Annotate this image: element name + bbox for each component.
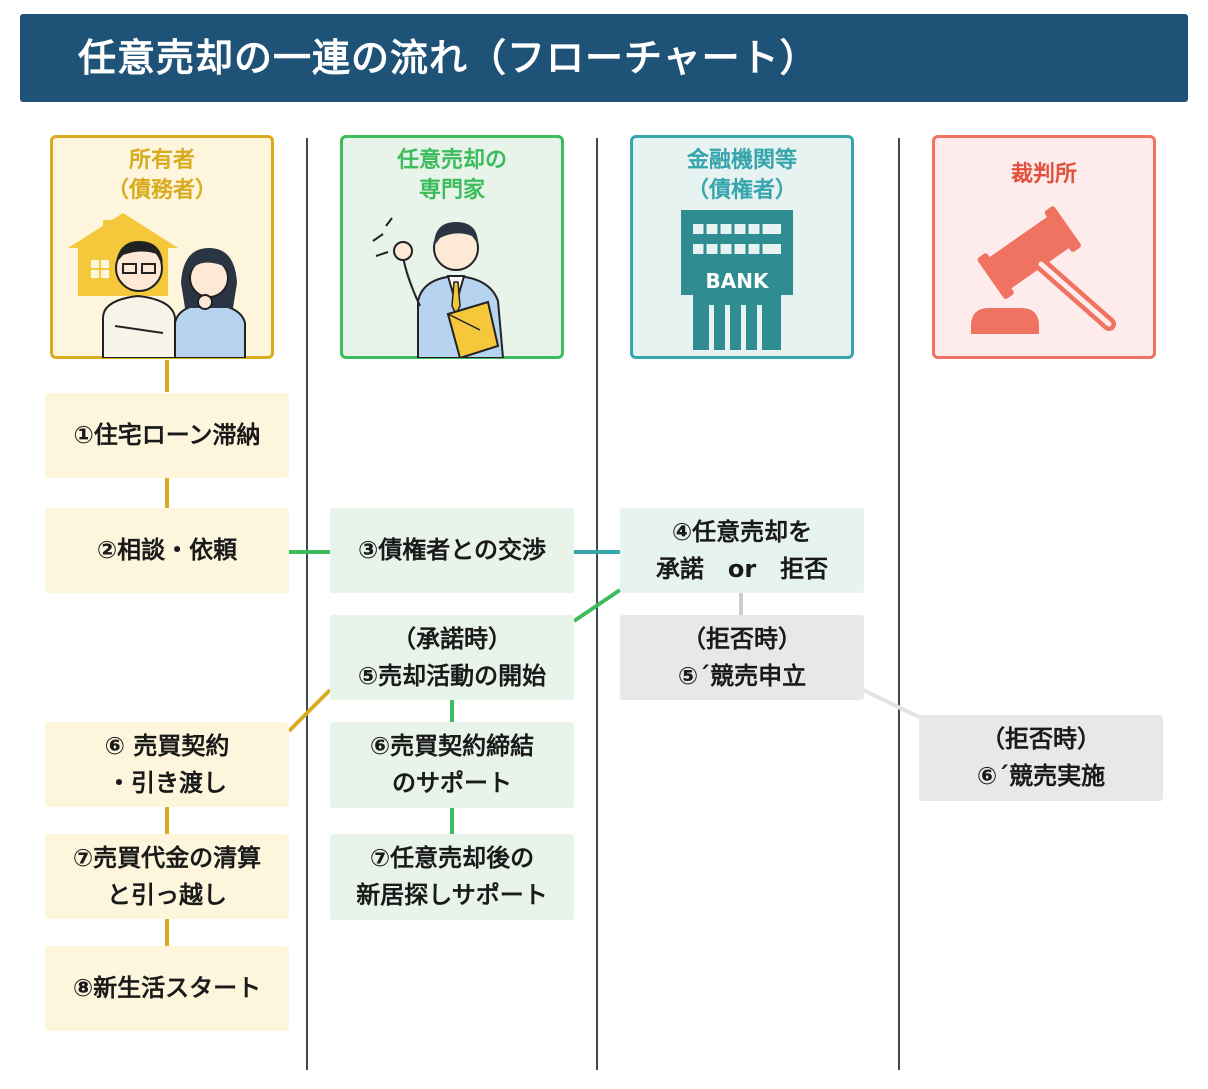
step-box-5: （承諾時）⑤売却活動の開始 <box>330 615 574 700</box>
lane-divider <box>306 138 308 1070</box>
step-box-5b: （拒否時）⑤´競売申立 <box>620 615 864 700</box>
step-box-6c: （拒否時）⑥´競売実施 <box>919 715 1163 801</box>
actor-label: 所有者（債務者） <box>106 148 217 203</box>
actor-card-expert: 任意売却の専門家 <box>340 135 564 359</box>
bank-building-icon: BANK <box>675 210 799 350</box>
page-title: 任意売却の一連の流れ（フローチャート） <box>78 36 819 80</box>
step-box-3: ③債権者との交渉 <box>330 508 574 593</box>
actor-card-bank: 金融機関等（債権者） BANK <box>630 135 854 359</box>
step-box-2: ②相談・依頼 <box>45 508 289 593</box>
step-box-8: ⑧新生活スタート <box>45 946 289 1031</box>
title-bar <box>20 14 1188 102</box>
step-box-4: ④任意売却を承諾 or 拒否 <box>620 508 864 593</box>
actor-label: 裁判所 <box>1010 162 1077 187</box>
actor-label: 任意売却の専門家 <box>396 148 507 203</box>
step-box-6: ⑥ 売買契約・引き渡し <box>45 722 289 807</box>
step-box-1: ①住宅ローン滞納 <box>45 393 289 478</box>
actor-card-court: 裁判所 <box>932 135 1156 359</box>
connector-5-6 <box>287 688 332 733</box>
lane-divider <box>898 138 900 1070</box>
house-and-couple-icon <box>63 208 263 358</box>
bank-label: BANK <box>706 269 770 293</box>
businessman-with-envelope-icon <box>368 206 543 358</box>
actor-label: 金融機関等（債権者） <box>686 148 797 203</box>
connector-4-5 <box>572 588 622 623</box>
connector-5b-6c <box>862 688 920 719</box>
actor-card-owner: 所有者（債務者） <box>50 135 274 359</box>
step-box-7: ⑦売買代金の清算と引っ越し <box>45 834 289 919</box>
step-box-7e: ⑦任意売却後の新居探しサポート <box>330 834 574 920</box>
step-box-6e: ⑥売買契約締結のサポート <box>330 722 574 808</box>
gavel-icon <box>969 204 1129 344</box>
